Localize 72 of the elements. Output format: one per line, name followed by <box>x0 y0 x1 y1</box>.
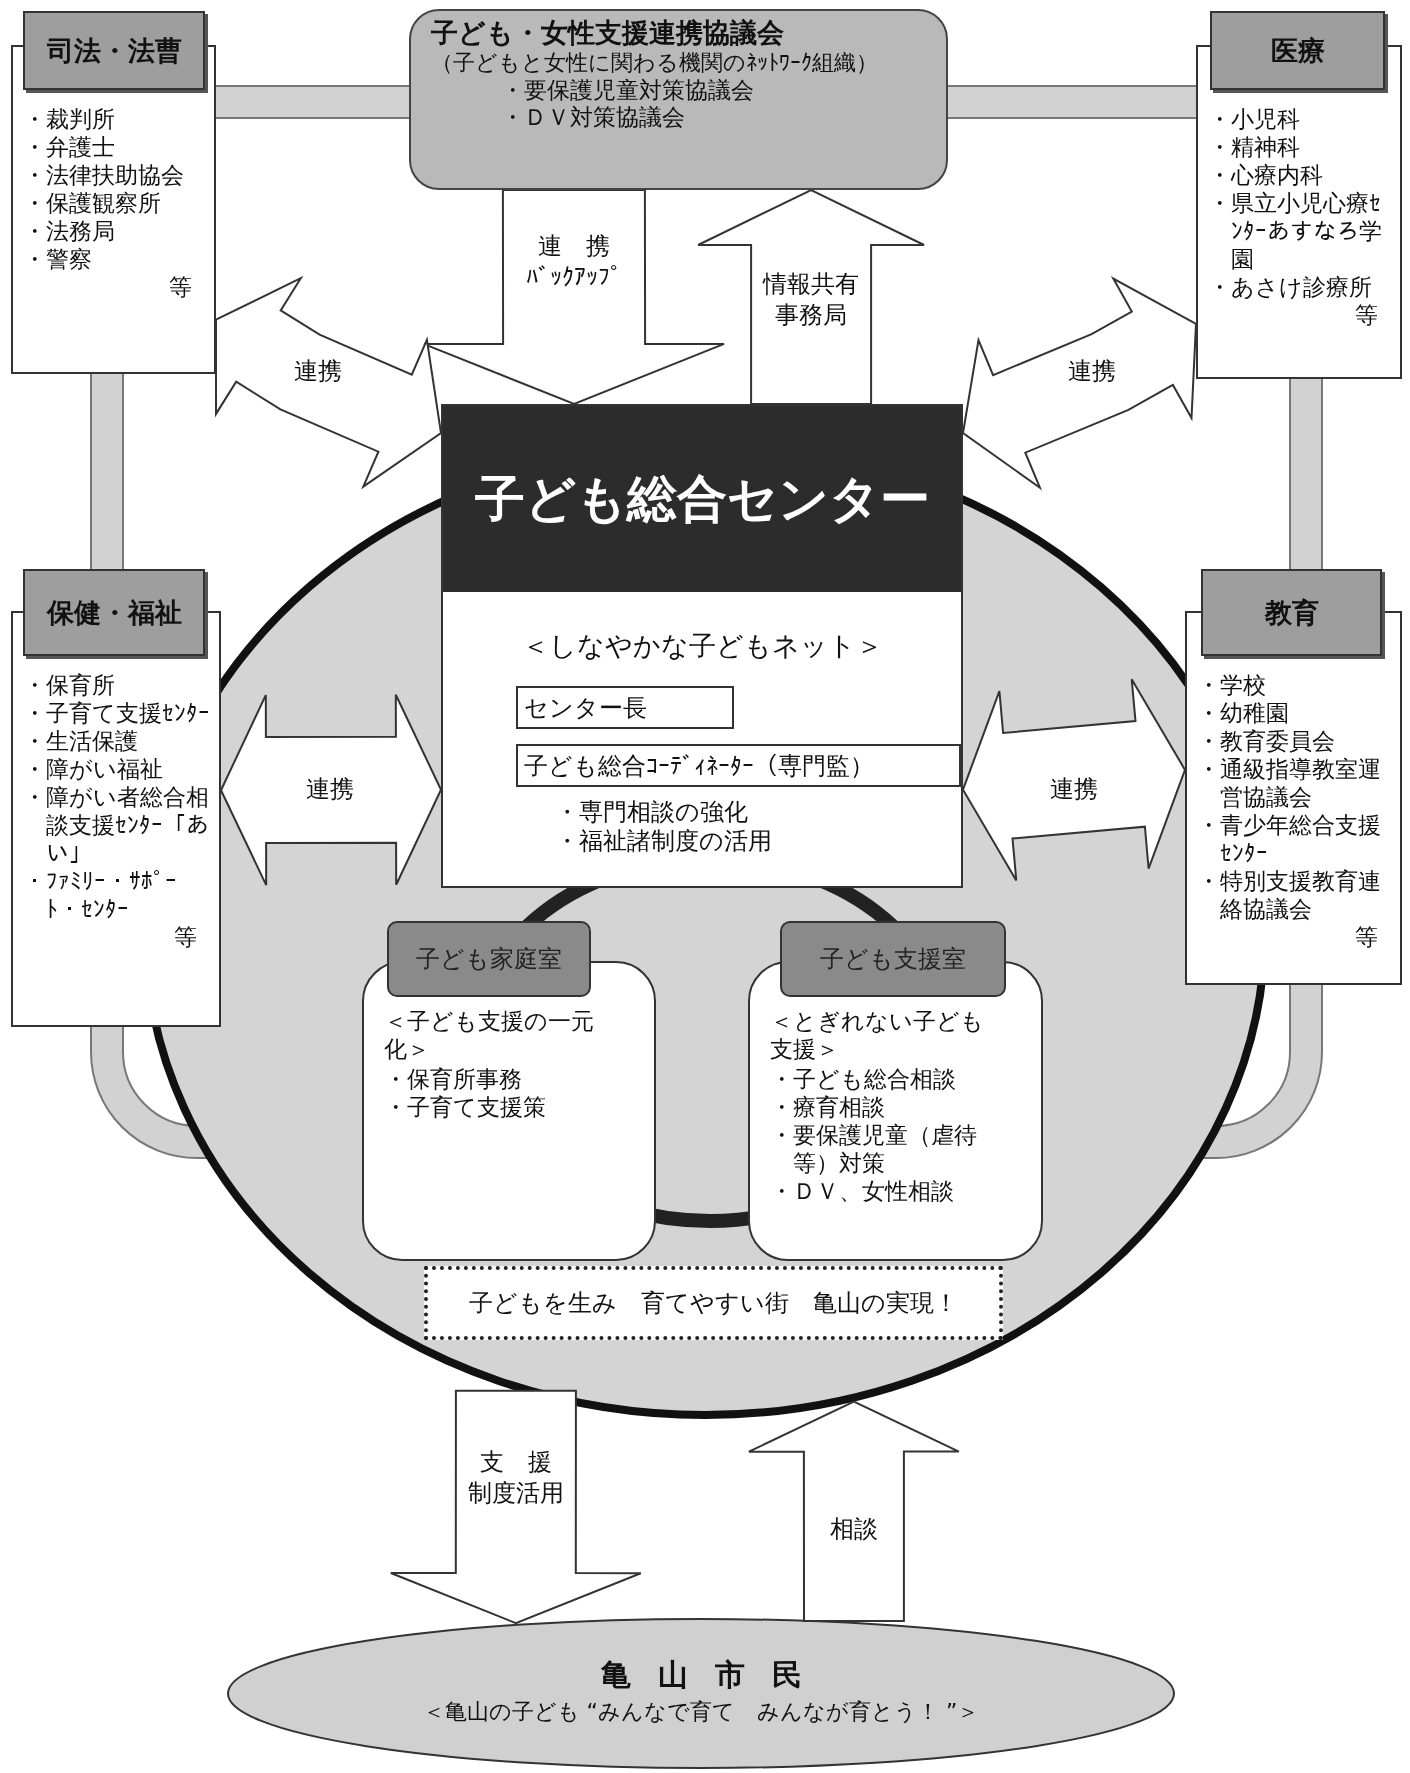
list-item: ・学校 <box>1197 671 1267 700</box>
council-subtitle: （子どもと女性に関わる機関のﾈｯﾄﾜｰｸ組織） <box>431 49 879 77</box>
room-heading: ＜とぎれない子ども支援＞ <box>770 1007 985 1064</box>
title-banner: 子ども総合センター <box>443 406 961 592</box>
block-arrow <box>747 1400 960 1623</box>
citizen-title: 亀山市民 <box>600 1657 829 1692</box>
list-item: ・小児科 <box>1208 105 1301 134</box>
edge-label: 連携 <box>1067 356 1117 388</box>
room-heading: ＜子ども支援の一元化＞ <box>384 1007 595 1064</box>
list-item: ・弁護士 <box>23 133 116 162</box>
list-item: 等 <box>1354 301 1379 330</box>
list-item: ・通級指導教室運営協議会 <box>1197 755 1382 812</box>
room-tab: 子ども支援室 <box>780 921 1006 997</box>
role-box: センター長 <box>516 686 734 729</box>
list-item: ・子育て支援ｾﾝﾀｰ <box>23 699 211 728</box>
list-item: 等 <box>1354 923 1379 952</box>
edge-label: 連携 <box>1049 774 1099 806</box>
list-item: ・専門相談の強化 <box>555 798 749 828</box>
edge-label: 連 携ﾊﾞｯｸｱｯﾌﾟ <box>525 230 623 293</box>
room-tab: 子ども家庭室 <box>387 921 591 997</box>
list-item: ・障がい者総合相談支援ｾﾝﾀｰ「あい」 <box>23 783 210 868</box>
slogan-text: 子どもを生み 育てやすい街 亀山の実現！ <box>469 1288 958 1319</box>
list-item: ・要保護児童（虐待等）対策 <box>770 1121 978 1178</box>
list-item: ・警察 <box>23 245 93 274</box>
list-item: ・福祉諸制度の活用 <box>555 827 772 857</box>
category-tab: 保健・福祉 <box>23 569 205 656</box>
double-block-arrow <box>215 275 443 490</box>
edge-label: 連携 <box>305 774 355 806</box>
list-item: ・ＤＶ対策協議会 <box>500 104 686 133</box>
council-box <box>409 9 948 190</box>
list-item: ・あさけ診療所 <box>1208 273 1373 302</box>
list-item: ・法務局 <box>23 217 116 246</box>
list-item: ・県立小児心療ｾﾝﾀｰあすなろ学園 <box>1208 189 1383 274</box>
list-item: ・法律扶助協会 <box>23 161 185 190</box>
list-item: ・特別支援教育連絡協議会 <box>1197 867 1382 924</box>
list-item: ・要保護児童対策協議会 <box>500 76 755 105</box>
citizen-motto: ＜亀山の子ども “みんなで育て みんなが育とう！ ”＞ <box>422 1699 980 1724</box>
list-item: 等 <box>173 923 198 952</box>
list-item: ・精神科 <box>1208 133 1301 162</box>
network-heading: ＜しなやかな子どもネット＞ <box>520 629 884 663</box>
list-item: ・教育委員会 <box>1197 727 1336 756</box>
slogan-frame <box>424 1266 1003 1340</box>
list-item: 等 <box>168 273 193 302</box>
edge-label: 相談 <box>829 1514 879 1546</box>
category-tab: 教育 <box>1201 569 1382 656</box>
center-panel <box>441 404 963 888</box>
double-block-arrow <box>219 693 443 887</box>
edge-label: 情報共有事務局 <box>761 268 860 331</box>
role-box: 子ども総合ｺｰﾃﾞｨﾈｰﾀｰ（専門監） <box>516 744 961 787</box>
list-item: ・青少年総合支援ｾﾝﾀｰ <box>1197 811 1382 868</box>
list-item: ・裁判所 <box>23 105 116 134</box>
list-item: ・生活保護 <box>23 727 139 756</box>
edge-label: 連携 <box>293 356 343 388</box>
category-tab: 医療 <box>1210 11 1385 90</box>
list-item: ・幼稚園 <box>1197 699 1290 728</box>
list-item: ・ＤＶ、女性相談 <box>770 1177 955 1206</box>
double-block-arrow <box>961 678 1187 882</box>
list-item: ・障がい福祉 <box>23 755 164 784</box>
list-item: ・心療内科 <box>1208 161 1324 190</box>
list-item: ・保護観察所 <box>23 189 162 218</box>
category-tab: 司法・法曹 <box>23 11 205 90</box>
double-block-arrow <box>961 275 1198 491</box>
list-item: ・ﾌｧﾐﾘｰ・ｻﾎﾟｰﾄ・ｾﾝﾀｰ <box>23 867 178 924</box>
list-item: ・保育所事務 <box>384 1065 523 1094</box>
list-item: ・子ども総合相談 <box>770 1065 957 1094</box>
list-item: ・療育相談 <box>770 1093 886 1122</box>
list-item: ・子育て支援策 <box>384 1093 547 1122</box>
council-title: 子ども・女性支援連携協議会 <box>431 17 785 50</box>
edge-label: 支 援制度活用 <box>467 1446 565 1509</box>
list-item: ・保育所 <box>23 671 116 700</box>
block-arrow <box>389 1389 642 1625</box>
block-arrow <box>697 188 926 405</box>
